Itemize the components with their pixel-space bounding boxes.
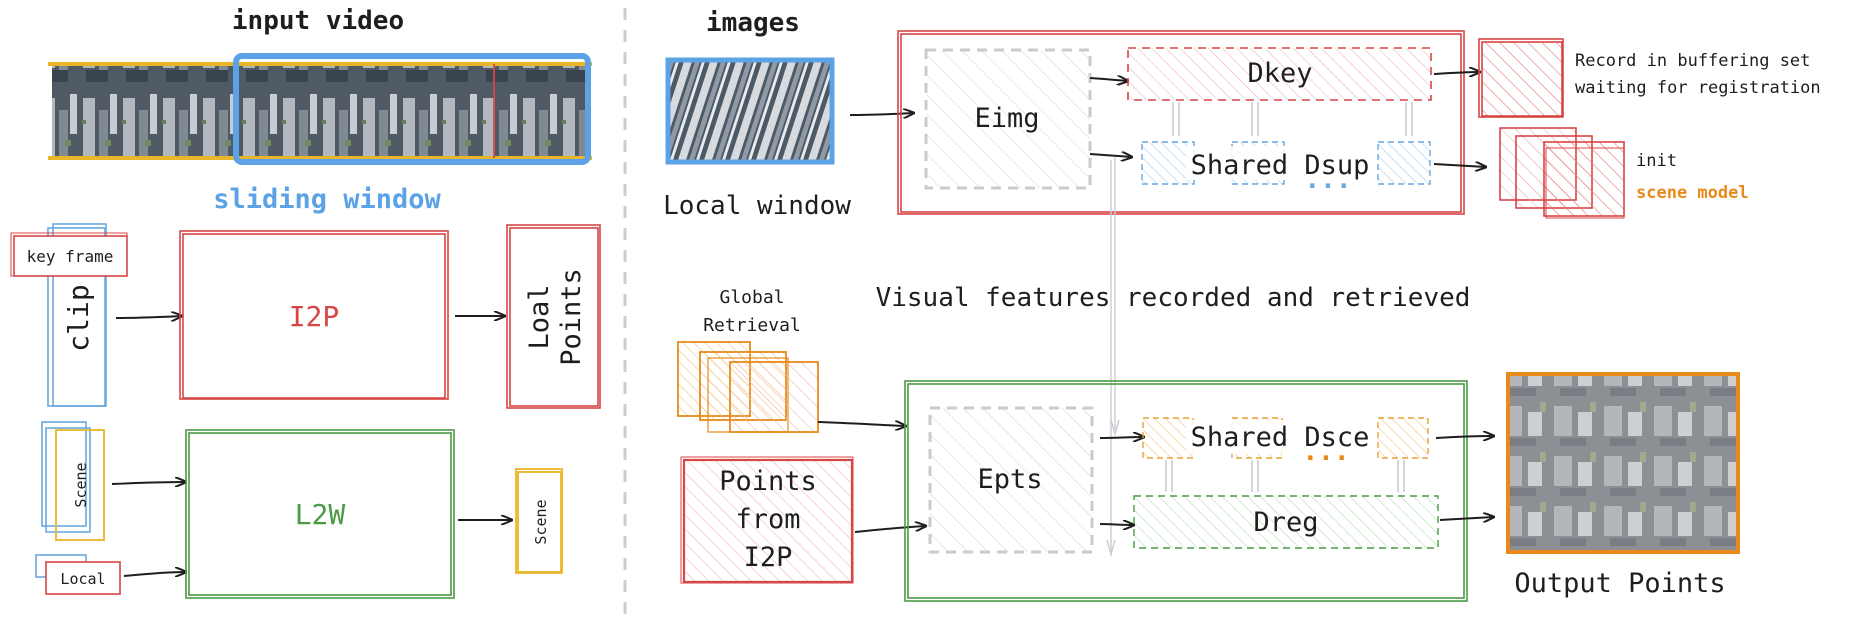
scene-stack-left: Scene <box>41 421 105 541</box>
shared-dsce-label: Shared Dsce <box>1191 422 1370 453</box>
bottom-module-box <box>904 380 1468 602</box>
loal-points-line1: Loal <box>524 284 555 349</box>
points-from-line2: from <box>735 504 800 535</box>
scene-box-right: Scene <box>515 468 563 574</box>
l2w-label: L2W <box>295 498 346 531</box>
connector-lines-bottom <box>1165 460 1405 492</box>
sliding-window-frame <box>233 53 591 165</box>
record-line2: waiting for registration <box>1575 78 1821 98</box>
sliding-window-label: sliding window <box>213 184 441 215</box>
init-label: init <box>1636 151 1677 171</box>
scene-model-label: scene model <box>1636 183 1749 203</box>
epts-block: Epts <box>928 406 1094 554</box>
connector-lines-top <box>1172 102 1413 136</box>
images-label: images <box>706 8 800 38</box>
record-line1: Record in buffering set <box>1575 51 1810 71</box>
shared-dsup-label: Shared Dsup <box>1191 150 1370 181</box>
dkey-block: Dkey <box>1127 47 1432 101</box>
dreg-label: Dreg <box>1253 507 1318 538</box>
dsce-block: Shared Dsce ... <box>1142 417 1429 467</box>
images-thumbnail <box>665 57 835 165</box>
buffer-box <box>1478 38 1564 118</box>
ellipsis-blue: ... <box>1305 165 1352 195</box>
loal-points-line2: Points <box>556 268 587 366</box>
visual-features-label: Visual features recorded and retrieved <box>876 283 1471 313</box>
input-video-label: input video <box>232 6 404 36</box>
key-frame-label: key frame <box>27 247 114 266</box>
points-from-i2p-box: Points from I2P <box>680 456 854 584</box>
epts-label: Epts <box>977 464 1042 495</box>
video-strip <box>48 62 592 160</box>
points-from-line3: I2P <box>744 542 793 573</box>
scene-label-left: Scene <box>72 462 90 507</box>
dsup-block: Shared Dsup ... <box>1141 141 1431 195</box>
local-window-label: Local window <box>663 191 851 221</box>
dreg-block: Dreg <box>1133 495 1439 549</box>
clip-label: clip <box>62 284 95 351</box>
points-from-line1: Points <box>719 466 817 497</box>
local-label: Local <box>60 570 105 588</box>
global-line1: Global <box>719 287 784 308</box>
dkey-label: Dkey <box>1247 58 1312 89</box>
top-module-box <box>897 30 1465 215</box>
i2p-label: I2P <box>289 300 340 333</box>
scene-label-right: Scene <box>532 499 550 544</box>
global-retrieval-stack <box>677 341 819 433</box>
output-points-label: Output Points <box>1514 568 1725 599</box>
eimg-block: Eimg <box>924 48 1092 190</box>
global-line2: Retrieval <box>703 315 801 336</box>
i2p-box: I2P <box>179 230 449 400</box>
output-points-image <box>1506 372 1740 554</box>
loal-points-box: Loal Points <box>506 224 601 409</box>
l2w-box: L2W <box>185 429 455 599</box>
clip-group: clip key frame <box>10 223 128 407</box>
eimg-label: Eimg <box>974 103 1039 134</box>
init-stack <box>1499 127 1625 219</box>
retrieval-line <box>1110 157 1116 556</box>
local-box: Local <box>35 554 121 595</box>
ellipsis-orange: ... <box>1303 437 1350 467</box>
